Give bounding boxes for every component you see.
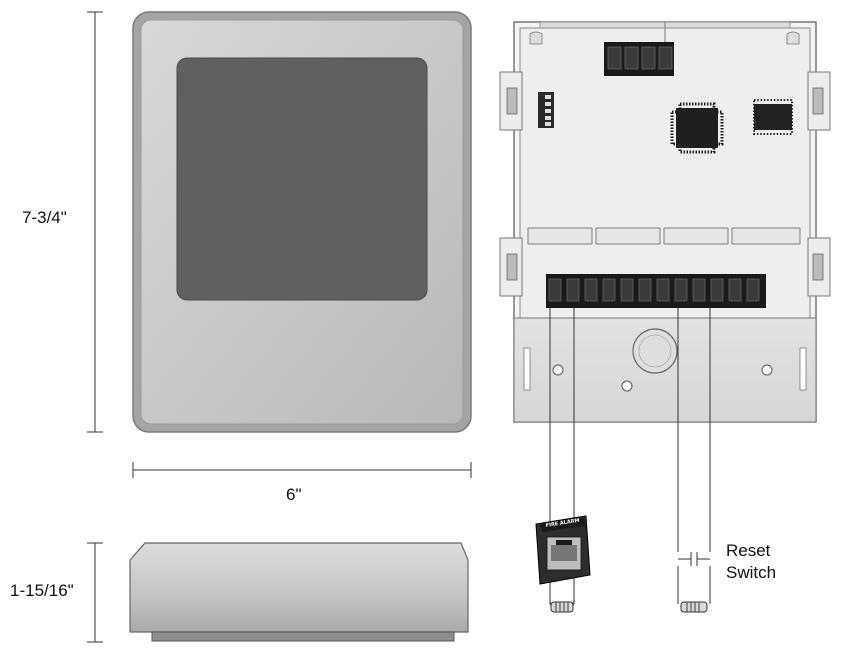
depth-dimension xyxy=(8,542,103,643)
side-view xyxy=(129,542,469,642)
eol-resistor-right xyxy=(680,601,708,613)
reset-switch-label-line2: Switch xyxy=(726,563,776,582)
width-dimension xyxy=(132,462,472,478)
mount-hole-center xyxy=(621,380,633,392)
dip-switch xyxy=(538,92,554,128)
right-clips xyxy=(807,71,831,297)
reset-switch-icon xyxy=(670,552,720,566)
pull-station-icon xyxy=(535,515,591,585)
connector-strips xyxy=(527,227,801,245)
cover-window xyxy=(176,57,428,301)
pull-station-label: FIRE ALARM xyxy=(545,518,580,529)
lower-panel xyxy=(513,317,817,423)
main-chip xyxy=(670,102,724,154)
reset-switch-label-line1: Reset xyxy=(726,541,771,560)
width-label: 6" xyxy=(286,485,302,504)
eol-resistor-left xyxy=(549,599,575,613)
mount-hole-left xyxy=(552,364,564,376)
height-dimension xyxy=(18,11,103,433)
depth-label: 1-15/16" xyxy=(10,581,74,600)
height-label: 7-3/4" xyxy=(22,208,67,227)
secondary-chip xyxy=(753,99,793,135)
left-clips xyxy=(499,71,523,297)
knockout-hole xyxy=(632,328,678,374)
mount-hole-right xyxy=(761,364,773,376)
back-box xyxy=(499,21,831,423)
front-cover xyxy=(132,11,472,433)
bottom-terminal-block xyxy=(546,274,766,308)
top-terminal-block xyxy=(604,42,674,76)
